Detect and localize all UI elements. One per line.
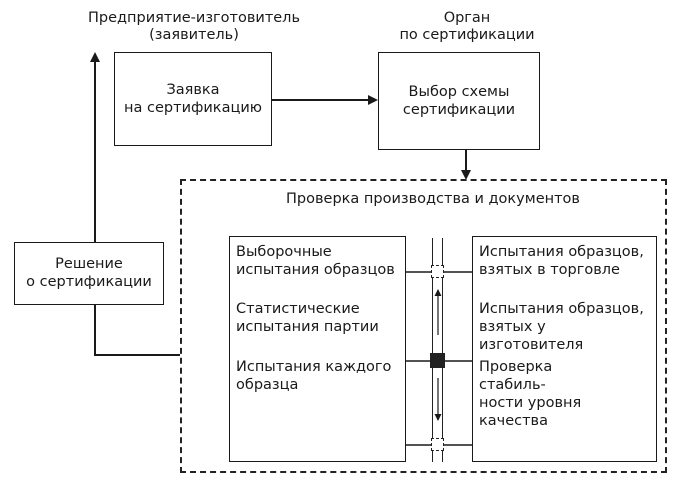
connector-node-center	[430, 353, 445, 368]
application-box: Заявка на сертификацию	[114, 52, 272, 146]
method-sampling-tests: Выборочные испытания образцов	[236, 244, 395, 278]
application-box-line1: Заявка	[166, 82, 220, 98]
certification-body-label: Орган по сертификации	[372, 10, 562, 44]
certification-body-label-line2: по сертификации	[399, 27, 535, 43]
source-quality-stability: Проверка стабиль- ности уровня качества	[479, 359, 582, 429]
decision-box: Решение о сертификации	[14, 242, 164, 305]
inspection-block	[180, 179, 667, 473]
source-manufacturer-samples: Испытания образцов, взятых у изготовител…	[479, 301, 644, 353]
method-each-sample-tests: Испытания каждого образца	[236, 359, 392, 393]
decision-box-line1: Решение	[55, 256, 123, 272]
inspection-title: Проверка производства и документов	[286, 191, 580, 207]
source-retail-samples: Испытания образцов, взятых в торговле	[479, 244, 644, 278]
scheme-selection-box-line2: сертификации	[402, 102, 516, 118]
connector-node-bottom	[431, 438, 444, 451]
certification-body-label-line1: Орган	[443, 10, 491, 26]
method-statistical-tests: Статистические испытания партии	[236, 301, 379, 335]
sampling-methods-column: Выборочные испытания образцов Статистиче…	[229, 236, 406, 462]
line-inspection-to-decision	[94, 305, 180, 356]
scheme-selection-box: Выбор схемы сертификации	[378, 52, 540, 150]
manufacturer-label-line2: (заявитель)	[149, 27, 239, 43]
connector-rail	[432, 238, 443, 462]
test-sources-column: Испытания образцов, взятых в торговле Ис…	[472, 236, 657, 462]
application-box-line2: на сертификацию	[124, 100, 262, 116]
manufacturer-label: Предприятие-изготовитель (заявитель)	[88, 10, 300, 44]
manufacturer-label-line1: Предприятие-изготовитель	[88, 10, 300, 26]
decision-box-line2: о сертификации	[26, 274, 152, 290]
scheme-selection-box-line1: Выбор схемы	[408, 84, 510, 100]
connector-node-top	[431, 265, 444, 278]
